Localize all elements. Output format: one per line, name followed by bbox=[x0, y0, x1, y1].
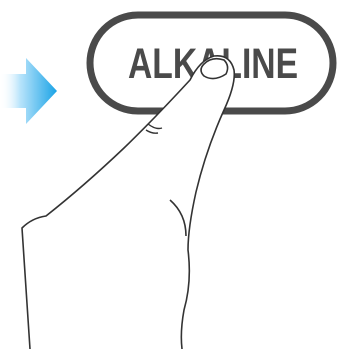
arrow-right-icon bbox=[0, 58, 57, 124]
